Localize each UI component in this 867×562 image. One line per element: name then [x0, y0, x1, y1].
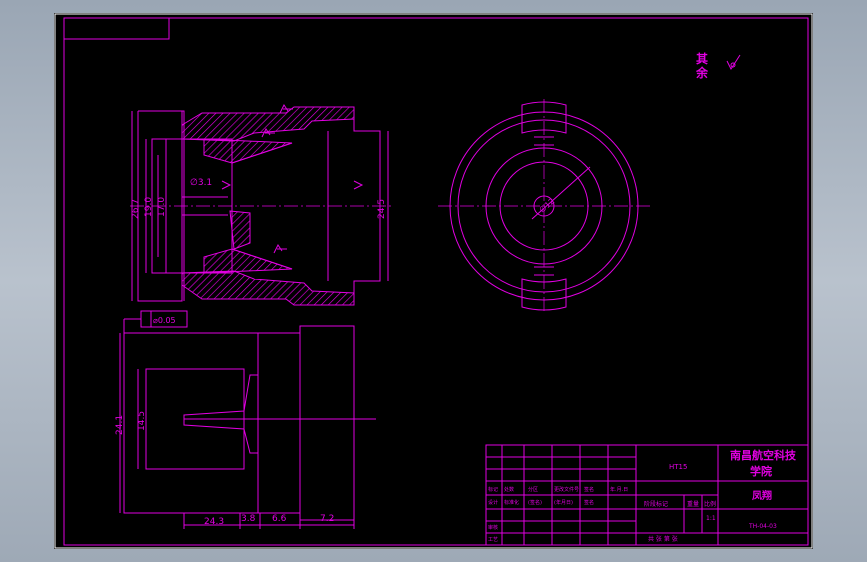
dim-24-5: 24.5: [377, 199, 387, 219]
dim-phi-3-1: ∅3.1: [190, 178, 212, 188]
dim-24-3: 24.3: [204, 517, 224, 527]
stage-label: 阶段标记: [644, 500, 668, 508]
lug-top: [521, 101, 567, 134]
material-label: HT15: [669, 463, 687, 471]
dim-24-1: 24.1: [115, 415, 125, 435]
dim-7-2: 7.2: [320, 514, 334, 524]
school-name-1: 南昌航空科技: [730, 448, 797, 462]
tb-r2-c5: 签名: [584, 499, 594, 506]
corner-code-box: [63, 17, 170, 40]
tb-r1-c4: 更改文件号: [554, 486, 579, 493]
hatch-cone-top: [203, 138, 293, 164]
school-name-2: 学院: [750, 464, 772, 478]
lug-bottom: [521, 278, 567, 311]
roughness-note: 其 余: [695, 51, 741, 80]
dim-19-0: 19.0: [144, 197, 154, 217]
drawing-number: TH-04-03: [748, 523, 777, 530]
tb-r1-c6: 年.月.日: [610, 486, 628, 493]
side-circular-view: ∅12: [438, 99, 650, 313]
cad-drawing: 其 余: [54, 13, 813, 549]
note-text-1: 其: [696, 51, 708, 66]
tb-r2-c4: (年月日): [554, 499, 573, 506]
tolerance-value: ⌀0.05: [153, 316, 176, 325]
drawing-frame: [63, 17, 809, 546]
tb-r2-c2: 标准化: [504, 499, 519, 506]
tb-r3-c2: 工艺: [488, 537, 498, 543]
tb-r2-c3: (签名): [528, 499, 542, 506]
title-block: HT15 南昌航空科技 学院 凤翔 TH-04-03 1:1 阶段标记 重量 比…: [485, 444, 809, 546]
bottom-view: ⌀0.05 24.1 14.5 24.3 3.8 6.6 7.2: [115, 310, 376, 529]
sheets-label: 共 张 第 张: [648, 535, 678, 543]
hatch-cone-bottom: [203, 248, 293, 274]
drawing-viewport[interactable]: 其 余: [54, 13, 813, 549]
tb-r1-c1: 标记: [488, 486, 498, 493]
roughness-mark-icon: [221, 104, 364, 254]
scale-label: 比例: [704, 500, 716, 508]
hatch-inner: [229, 210, 251, 250]
sheet-border: [54, 13, 813, 549]
note-text-2: 余: [695, 65, 709, 80]
scale-value: 1:1: [706, 515, 716, 522]
dim-3-8: 3.8: [241, 514, 256, 524]
front-section-view: 26.7 19.0 17.0 24.5 ∅3.1: [130, 104, 394, 306]
weight-label: 重量: [687, 500, 699, 508]
tb-r2-c1: 设计: [488, 499, 498, 506]
tb-r1-c5: 签名: [584, 486, 594, 493]
tb-r1-c3: 分区: [528, 486, 538, 493]
dim-6-6: 6.6: [272, 514, 287, 524]
dim-26-7: 26.7: [131, 199, 141, 219]
roughness-check-icon: [726, 54, 741, 71]
part-name: 凤翔: [752, 489, 772, 502]
tb-r1-c2: 处数: [504, 486, 514, 493]
tb-r3-c1: 审核: [488, 524, 498, 531]
dim-17-0: 17.0: [157, 197, 167, 217]
dim-14-5: 14.5: [137, 411, 147, 431]
